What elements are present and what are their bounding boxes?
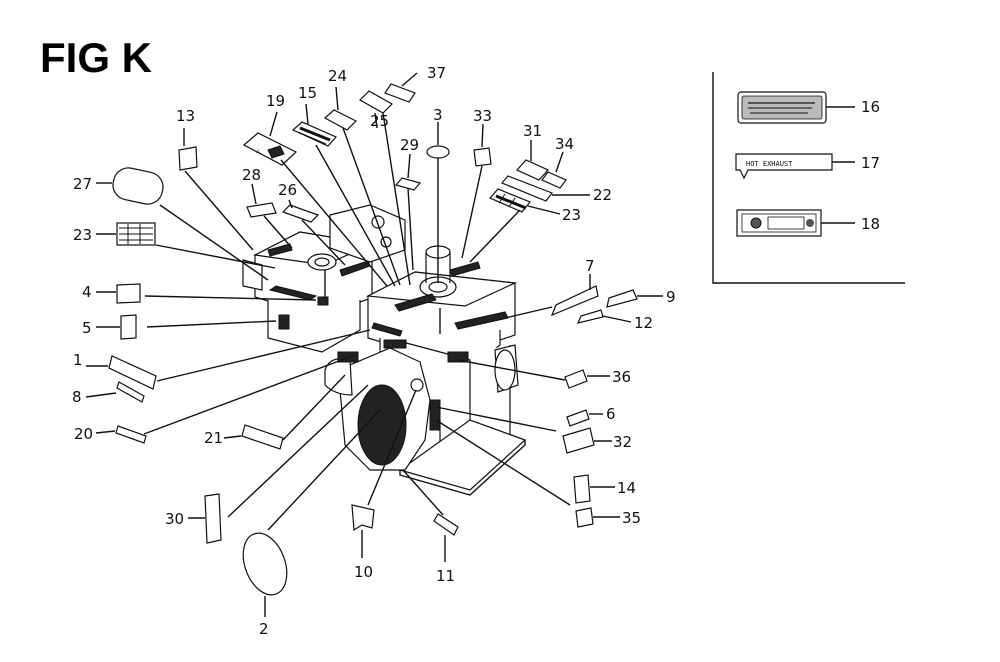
part-5 bbox=[120, 314, 137, 340]
inset-label-18 bbox=[736, 209, 855, 237]
part-32 bbox=[562, 427, 595, 454]
callout-26: 26 bbox=[278, 181, 297, 199]
decal-parts: ⚠ bbox=[108, 83, 638, 596]
callout-numbers: 1 2 3 4 5 6 7 8 9 10 11 12 13 14 15 16 1… bbox=[72, 64, 880, 638]
callout-5: 5 bbox=[82, 319, 92, 337]
part-4 bbox=[116, 283, 141, 304]
part-10 bbox=[351, 504, 375, 532]
callout-30: 30 bbox=[165, 510, 184, 528]
callout-7: 7 bbox=[585, 257, 595, 275]
callout-16: 16 bbox=[861, 98, 880, 116]
part-11 bbox=[433, 513, 459, 536]
callout-31: 31 bbox=[523, 122, 542, 140]
callout-20: 20 bbox=[74, 425, 93, 443]
part-8 bbox=[116, 381, 145, 403]
part-9 bbox=[606, 289, 638, 308]
svg-text:⚠: ⚠ bbox=[256, 147, 261, 155]
callout-32: 32 bbox=[613, 433, 632, 451]
part-7 bbox=[550, 285, 599, 317]
callout-35: 35 bbox=[622, 509, 641, 527]
callout-13: 13 bbox=[176, 107, 195, 125]
part-21 bbox=[241, 424, 284, 450]
part-31 bbox=[516, 159, 549, 181]
callout-24: 24 bbox=[328, 67, 347, 85]
part-12 bbox=[576, 309, 604, 324]
part-13 bbox=[178, 146, 198, 171]
callout-33: 33 bbox=[473, 107, 492, 125]
part-25 bbox=[359, 90, 393, 114]
callout-2: 2 bbox=[259, 620, 269, 638]
callout-1: 1 bbox=[73, 351, 83, 369]
part-2 bbox=[242, 532, 288, 596]
exhaust-label-text: HOT EXHAUST bbox=[746, 160, 793, 168]
callout-21: 21 bbox=[204, 429, 223, 447]
callout-34: 34 bbox=[555, 135, 574, 153]
callout-18: 18 bbox=[861, 215, 880, 233]
part-23-right bbox=[489, 188, 531, 213]
part-19: ⚠ bbox=[242, 132, 298, 166]
part-14 bbox=[573, 474, 591, 504]
part-35 bbox=[575, 507, 594, 528]
callout-3: 3 bbox=[433, 106, 443, 124]
inset-frame bbox=[712, 72, 905, 284]
inset-label-16 bbox=[737, 91, 855, 124]
part-24 bbox=[323, 109, 358, 131]
part-26 bbox=[281, 204, 320, 223]
leader-lines bbox=[143, 112, 571, 531]
part-20 bbox=[115, 425, 147, 444]
part-15 bbox=[291, 121, 337, 147]
figure-title: FIG K bbox=[40, 34, 152, 81]
callout-27: 27 bbox=[73, 175, 92, 193]
part-1 bbox=[108, 355, 157, 390]
callout-17: 17 bbox=[861, 154, 880, 172]
callout-25: 25 bbox=[370, 112, 389, 130]
callout-23-left: 23 bbox=[73, 226, 92, 244]
part-34 bbox=[541, 171, 567, 189]
callout-36: 36 bbox=[612, 368, 631, 386]
callout-ticks bbox=[85, 72, 663, 617]
callout-15: 15 bbox=[298, 84, 317, 102]
callout-4: 4 bbox=[82, 283, 92, 301]
engine-rear bbox=[242, 204, 406, 353]
part-33 bbox=[473, 147, 492, 167]
callout-12: 12 bbox=[634, 314, 653, 332]
callout-10: 10 bbox=[354, 563, 373, 581]
part-3 bbox=[426, 145, 450, 159]
callout-22: 22 bbox=[593, 186, 612, 204]
part-6 bbox=[566, 409, 590, 427]
callout-8: 8 bbox=[72, 388, 82, 406]
part-28 bbox=[246, 202, 277, 218]
callout-11: 11 bbox=[436, 567, 455, 585]
part-23-left bbox=[116, 222, 156, 246]
part-22 bbox=[501, 175, 553, 202]
engine-front bbox=[324, 245, 527, 496]
part-37 bbox=[384, 83, 416, 103]
callout-37: 37 bbox=[427, 64, 446, 82]
callout-9: 9 bbox=[666, 288, 676, 306]
callout-14: 14 bbox=[617, 479, 636, 497]
part-27 bbox=[112, 167, 164, 205]
part-36 bbox=[564, 369, 588, 389]
callout-19: 19 bbox=[266, 92, 285, 110]
callout-29: 29 bbox=[400, 136, 419, 154]
part-30 bbox=[204, 493, 222, 544]
inset-label-17: HOT EXHAUST bbox=[735, 153, 855, 180]
callout-6: 6 bbox=[606, 405, 616, 423]
callout-28: 28 bbox=[242, 166, 261, 184]
callout-23-right: 23 bbox=[562, 206, 581, 224]
